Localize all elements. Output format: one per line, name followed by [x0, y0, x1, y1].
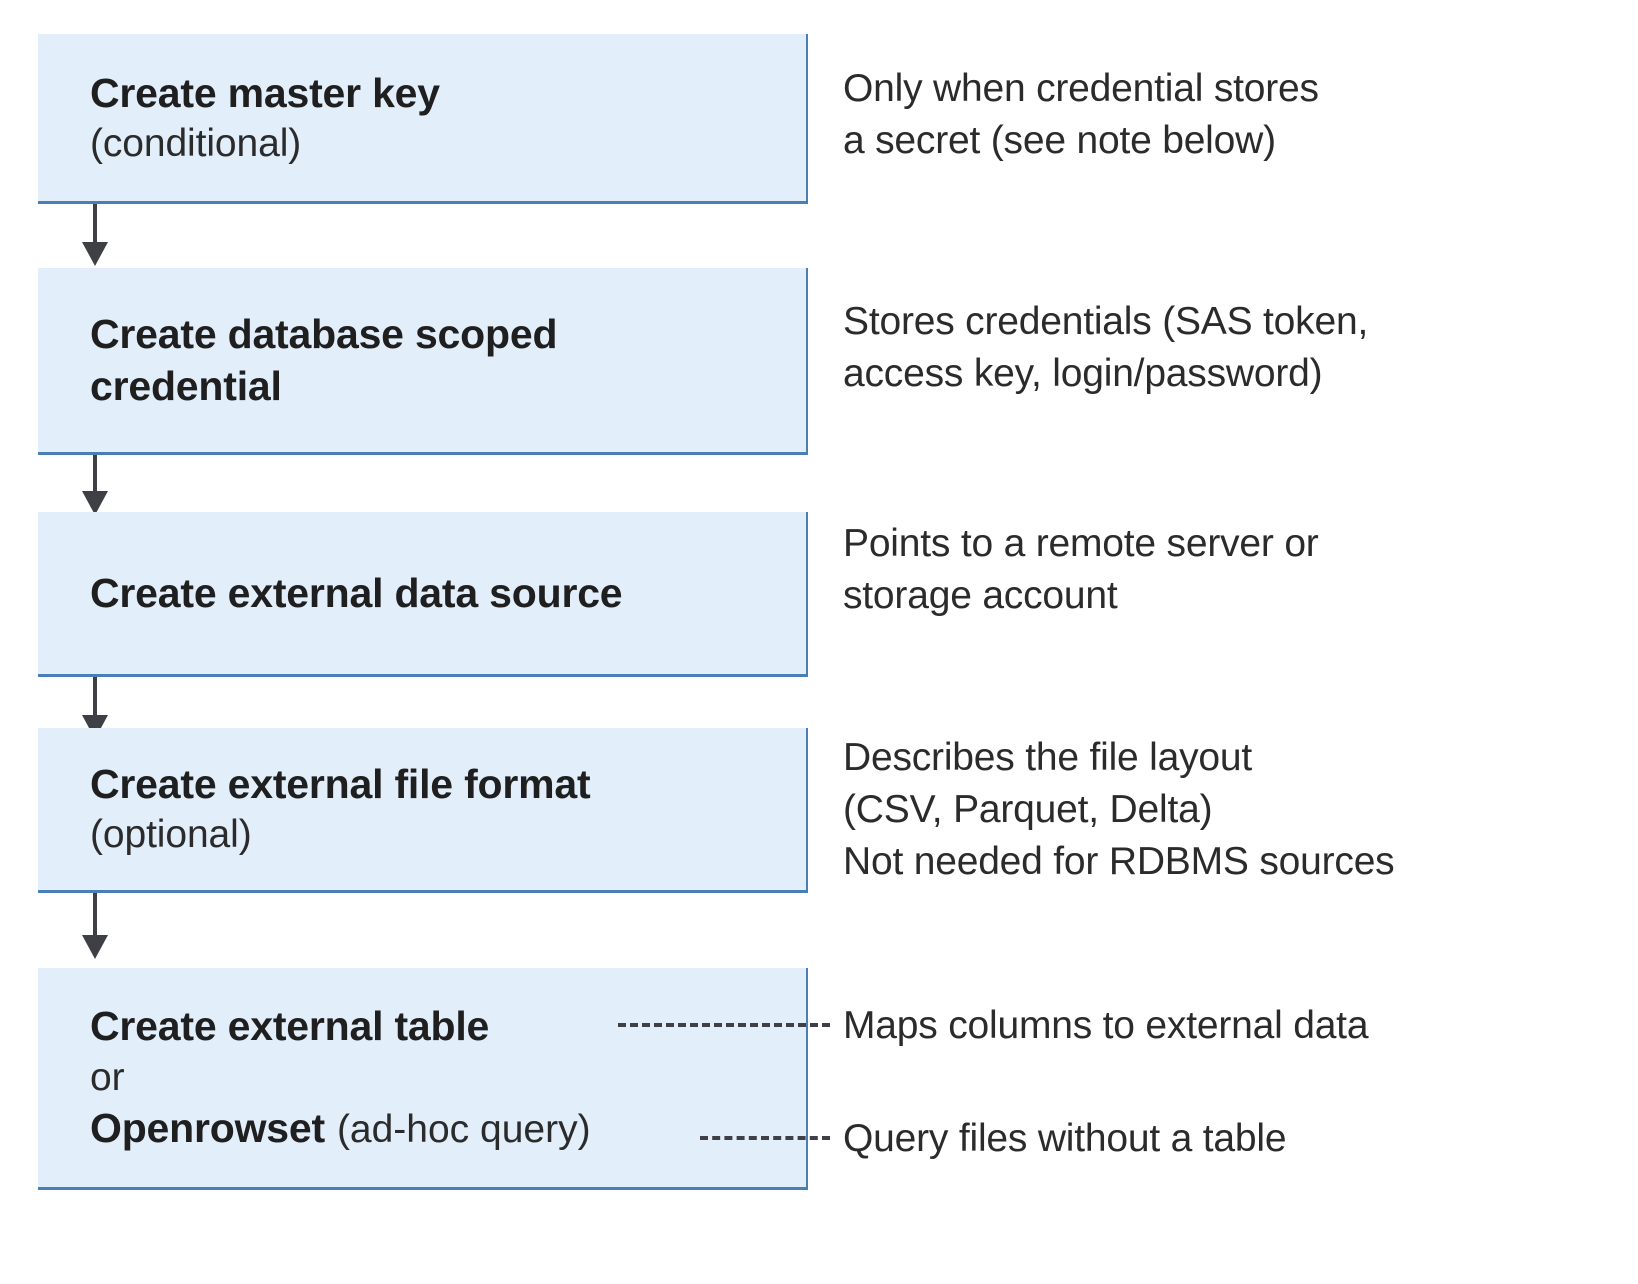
description-line: storage account	[843, 573, 1118, 617]
step-text-group: Create external data source	[38, 567, 806, 619]
step-box-create-external-table-or-openrowset: Create external table or Openrowset(ad-h…	[38, 968, 808, 1190]
step-title: Create external table	[90, 1003, 490, 1050]
step-title: Create external file format	[90, 761, 591, 808]
arrow-step4-to-step5	[82, 893, 108, 961]
step-text-group: Create database scoped credential	[38, 308, 806, 412]
step-title-continued: credential	[90, 363, 282, 409]
step-subtitle: (conditional)	[90, 121, 302, 165]
arrow-shaft	[93, 893, 97, 939]
step-subtitle: (optional)	[90, 813, 252, 857]
arrow-head	[82, 242, 108, 266]
description-line: Points to a remote server or	[843, 522, 1319, 565]
description-line: Query files without a table	[843, 1117, 1287, 1160]
arrow-head	[82, 491, 108, 515]
description-create-master-key: Only when credential stores a secret (se…	[843, 63, 1319, 167]
arrow-shaft	[93, 204, 97, 246]
step-text-group: Create external table or Openrowset(ad-h…	[38, 1000, 806, 1154]
description-line: Only when credential stores	[843, 67, 1319, 110]
description-line: Maps columns to external data	[843, 1004, 1369, 1047]
step-text-group: Create external file format (optional)	[38, 758, 806, 860]
arrow-step1-to-step2	[82, 204, 108, 266]
step-box-create-external-data-source: Create external data source	[38, 512, 808, 677]
description-line: Describes the file layout	[843, 736, 1253, 779]
description-line: Not needed for RDBMS sources	[843, 839, 1395, 883]
arrow-head	[82, 935, 108, 959]
description-create-external-data-source: Points to a remote server or storage acc…	[843, 518, 1319, 622]
step-title: Create external data source	[90, 569, 623, 616]
step-separator-or: or	[90, 1055, 125, 1099]
arrow-shaft	[93, 455, 97, 495]
step-title: Create database scoped	[90, 310, 558, 357]
dashed-connector-external-table	[618, 1023, 830, 1027]
step-alt-suffix: (ad-hoc query)	[336, 1108, 591, 1152]
step-box-create-external-file-format: Create external file format (optional)	[38, 728, 808, 893]
step-box-create-master-key: Create master key (conditional)	[38, 34, 808, 204]
step-text-group: Create master key (conditional)	[38, 67, 806, 169]
step-box-create-database-scoped-credential: Create database scoped credential	[38, 268, 808, 455]
description-line: (CSV, Parquet, Delta)	[843, 787, 1213, 831]
arrow-shaft	[93, 677, 97, 719]
description-create-external-table: Maps columns to external data	[843, 1000, 1369, 1052]
dashed-connector-openrowset	[700, 1136, 830, 1140]
step-alt-title-row: Openrowset(ad-hoc query)	[90, 1102, 792, 1155]
description-create-database-scoped-credential: Stores credentials (SAS token, access ke…	[843, 296, 1368, 400]
description-create-external-file-format: Describes the file layout (CSV, Parquet,…	[843, 732, 1395, 888]
step-alt-title: Openrowset	[90, 1105, 325, 1152]
description-line: a secret (see note below)	[843, 118, 1276, 162]
arrow-step2-to-step3	[82, 455, 108, 515]
description-line: Stores credentials (SAS token,	[843, 300, 1369, 343]
step-title: Create master key	[90, 69, 440, 116]
description-line: access key, login/password)	[843, 351, 1323, 395]
description-openrowset: Query files without a table	[843, 1113, 1287, 1165]
